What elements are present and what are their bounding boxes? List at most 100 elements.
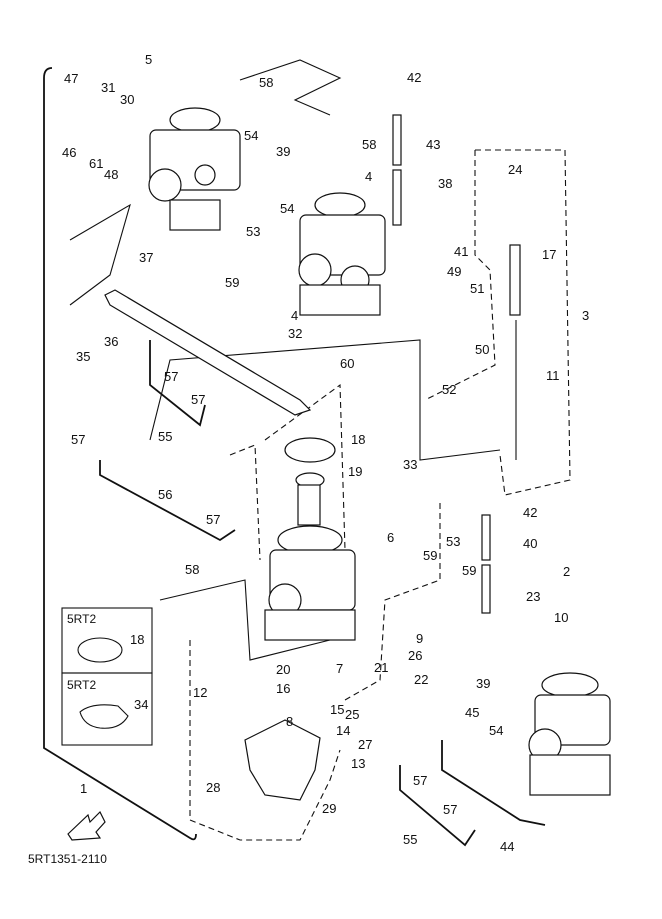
hose-45 xyxy=(441,740,546,826)
callout-58-b: 58 xyxy=(362,137,377,152)
callout-48: 48 xyxy=(104,167,119,182)
carburetor-center xyxy=(264,525,356,641)
callout-41: 41 xyxy=(454,244,469,259)
callout-33: 33 xyxy=(403,457,418,472)
callout-54: 54 xyxy=(244,128,259,143)
callout-24: 24 xyxy=(508,162,523,177)
callout-47: 47 xyxy=(64,71,79,86)
callout-18: 18 xyxy=(351,432,366,447)
callout-39: 39 xyxy=(276,144,291,159)
callout-57-e: 57 xyxy=(413,773,428,788)
callout-37: 37 xyxy=(139,250,154,265)
fwd-arrow-icon xyxy=(67,810,106,841)
callout-21: 21 xyxy=(374,660,389,675)
callout-55-b: 55 xyxy=(403,832,418,847)
inset-oring-18 xyxy=(77,637,123,663)
inset-callout-34: 34 xyxy=(134,697,149,712)
callout-4-b: 4 xyxy=(291,308,299,323)
float-bowl xyxy=(244,719,321,801)
leader-zigzag-1 xyxy=(239,59,342,116)
pipe-40b xyxy=(481,564,491,614)
callout-42-b: 42 xyxy=(523,505,538,520)
callout-36: 36 xyxy=(104,334,119,349)
callout-2: 2 xyxy=(563,564,571,579)
callout-31: 31 xyxy=(101,80,116,95)
inset-model-label-34: 5RT2 xyxy=(67,678,97,692)
callout-58-c: 58 xyxy=(185,562,200,577)
linkage-bar xyxy=(104,289,312,416)
carburetor-bottom-right xyxy=(528,672,611,796)
callout-15: 15 xyxy=(330,702,345,717)
pipe-43b xyxy=(392,169,402,226)
callout-50: 50 xyxy=(475,342,490,357)
callout-56: 56 xyxy=(158,487,173,502)
callout-53: 53 xyxy=(246,224,261,239)
callout-8: 8 xyxy=(286,714,294,729)
drawing-code: 5RT1351-2110 xyxy=(28,852,107,866)
callout-28: 28 xyxy=(206,780,221,795)
callout-54-b: 54 xyxy=(280,201,295,216)
callout-11: 11 xyxy=(546,368,560,383)
callout-44: 44 xyxy=(500,839,515,854)
callout-52: 52 xyxy=(442,382,457,397)
callout-59-c: 59 xyxy=(462,563,477,578)
callout-59-a: 59 xyxy=(225,275,240,290)
callout-6: 6 xyxy=(387,530,395,545)
dashed-region-bowl xyxy=(189,500,441,841)
callout-60: 60 xyxy=(340,356,355,371)
inset-model-label-18: 5RT2 xyxy=(67,612,97,626)
spring-17 xyxy=(509,244,521,316)
callout-14: 14 xyxy=(336,723,351,738)
callout-42: 42 xyxy=(407,70,422,85)
dashed-region-3 xyxy=(475,149,571,496)
diaphragm-18 xyxy=(284,437,336,463)
dashed-region-49 xyxy=(424,150,496,401)
callout-59-b: 59 xyxy=(423,548,438,563)
inset-callout-18: 18 xyxy=(130,632,145,647)
callout-32: 32 xyxy=(288,326,303,341)
hose-55-bottom xyxy=(399,765,476,847)
callout-22: 22 xyxy=(414,672,429,687)
callout-3: 3 xyxy=(582,308,590,323)
callout-61: 61 xyxy=(89,156,104,171)
dashed-region-center xyxy=(229,383,346,561)
callout-7: 7 xyxy=(336,661,344,676)
hose-56 xyxy=(99,460,236,542)
carburetor-top-left xyxy=(148,107,241,231)
callout-40: 40 xyxy=(523,536,538,551)
callout-57-f: 57 xyxy=(443,802,458,817)
callout-26: 26 xyxy=(408,648,423,663)
callout-4: 4 xyxy=(365,169,373,184)
callout-19: 19 xyxy=(348,464,363,479)
carburetor-top-center xyxy=(298,192,386,316)
callout-5: 5 xyxy=(145,52,153,67)
callout-53-b: 53 xyxy=(446,534,461,549)
callout-16: 16 xyxy=(276,681,291,696)
leader-zigzag-4 xyxy=(159,579,331,661)
callout-46: 46 xyxy=(62,145,77,160)
assembly-frame xyxy=(43,67,197,841)
callout-58-a: 58 xyxy=(259,75,274,90)
callout-12: 12 xyxy=(193,685,208,700)
leader-zigzag-2 xyxy=(69,203,131,306)
callout-17: 17 xyxy=(542,247,557,262)
callout-45: 45 xyxy=(465,705,480,720)
inset-gasket-34 xyxy=(79,704,129,729)
callout-20: 20 xyxy=(276,662,291,677)
callout-13: 13 xyxy=(351,756,366,771)
callout-57-b: 57 xyxy=(191,392,206,407)
callout-23: 23 xyxy=(526,589,541,604)
callout-29: 29 xyxy=(322,801,337,816)
callout-1: 1 xyxy=(80,781,88,796)
callout-57-d: 57 xyxy=(206,512,221,527)
callout-43: 43 xyxy=(426,137,441,152)
callout-39-b: 39 xyxy=(476,676,491,691)
piston-body-19 xyxy=(297,484,321,526)
callout-55: 55 xyxy=(158,429,173,444)
callout-27: 27 xyxy=(358,737,373,752)
inset-box-34 xyxy=(61,672,153,746)
callout-10: 10 xyxy=(554,610,569,625)
callout-57-c: 57 xyxy=(71,432,86,447)
callout-51: 51 xyxy=(470,281,485,296)
